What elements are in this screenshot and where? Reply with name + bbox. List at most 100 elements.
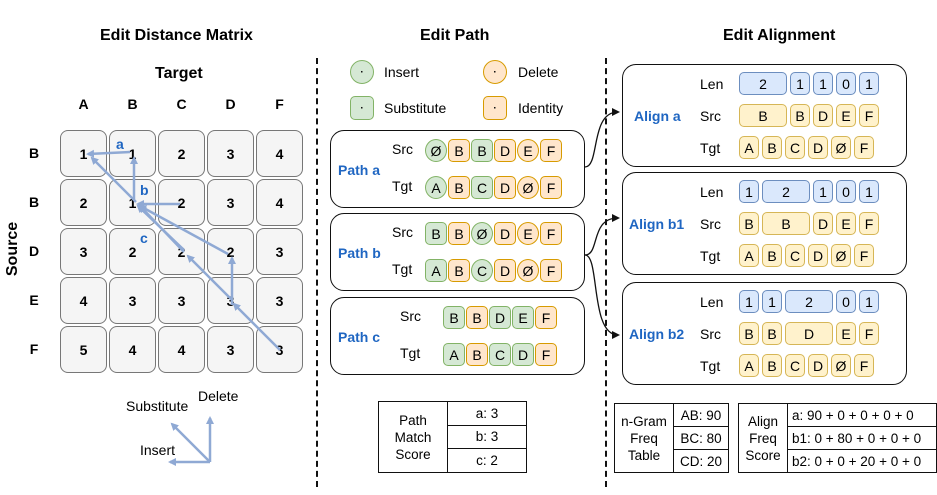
align-tgt-token: C — [785, 136, 805, 159]
path-a-tgt-label: Tgt — [392, 178, 413, 194]
align-len-token: 2 — [739, 72, 787, 95]
align-len-token: 1 — [762, 290, 782, 313]
align-tgt-token: B — [762, 244, 782, 267]
align-src-token: B — [762, 322, 782, 345]
align-score-header-line-2: Freq — [749, 430, 777, 446]
row-label-3: E — [29, 292, 39, 308]
path-score-header-line-2: Match — [394, 429, 432, 445]
legend-delete-icon: · — [483, 60, 507, 84]
path-src-token: D — [494, 222, 516, 245]
matrix-cell: 2 — [109, 228, 156, 275]
align-src-token: F — [859, 322, 879, 345]
align-src-label: Src — [700, 216, 721, 232]
align-tgt-token: B — [762, 354, 782, 377]
matrix-cell: 4 — [256, 130, 303, 177]
ngram-row-bc: BC: 80 — [673, 426, 729, 450]
align-len-token: 2 — [785, 290, 833, 313]
ngram-header-line-3: Table — [627, 447, 661, 463]
row-label-2: D — [28, 243, 40, 259]
align-tgt-token: Ø — [831, 244, 851, 267]
matrix-cell: 4 — [60, 277, 107, 324]
column-label-4: F — [275, 96, 284, 112]
path-a-src-label: Src — [392, 141, 413, 157]
align-src-label: Src — [700, 108, 721, 124]
path-src-token: B — [448, 222, 470, 245]
path-b-src-label: Src — [392, 224, 413, 240]
align-src-token: F — [859, 104, 879, 127]
legend-substitute-label: Substitute — [384, 100, 447, 116]
ngram-freq-table: n-Gram Freq Table AB: 90 BC: 80 CD: 20 — [614, 403, 729, 473]
path-score-header-line-3: Score — [395, 446, 431, 462]
align-score-header-line-1: Align — [747, 413, 779, 429]
connector-path-b1 — [584, 214, 620, 256]
path-src-token: E — [512, 306, 534, 329]
path-a-diag-4 — [90, 156, 137, 203]
path-tgt-token: B — [448, 259, 470, 282]
column-label-0: A — [78, 96, 89, 112]
matrix-cell: 1 — [109, 179, 156, 226]
align-tgt-token: A — [739, 354, 759, 377]
align-src-token: D — [813, 212, 833, 235]
matrix-cell: 2 — [158, 130, 205, 177]
target-label: Target — [155, 65, 203, 82]
path-tgt-token: F — [540, 176, 562, 199]
row-label-4: F — [29, 341, 39, 357]
path-c-name: Path c — [338, 329, 381, 345]
path-score-header-line-1: Path — [399, 412, 427, 428]
align-tgt-token: C — [785, 244, 805, 267]
legend-identity-icon: · — [483, 96, 507, 120]
align-len-token: 1 — [790, 72, 810, 95]
align-src-token: D — [785, 322, 833, 345]
align-len-token: 2 — [762, 180, 810, 203]
align-tgt-label: Tgt — [700, 140, 721, 156]
matrix-cell: 2 — [207, 228, 254, 275]
legend-insert-icon: · — [350, 60, 374, 84]
matrix-cell: 5 — [60, 326, 107, 373]
align-tgt-token: D — [808, 136, 828, 159]
path-score-c: c: 2 — [447, 448, 527, 473]
matrix-cell: 3 — [60, 228, 107, 275]
path-b-diag — [86, 149, 131, 158]
align-len-token: 1 — [813, 180, 833, 203]
ngram-header: n-Gram Freq Table — [614, 403, 674, 473]
path-score-b: b: 3 — [447, 424, 527, 450]
align-src-token: E — [836, 322, 856, 345]
align-len-token: 1 — [859, 72, 879, 95]
align-src-token: B — [739, 212, 759, 235]
align-score-b1: b1: 0 + 80 + 0 + 0 + 0 — [787, 426, 937, 450]
ngram-header-line-1: n-Gram — [621, 413, 667, 429]
column-label-1: B — [127, 96, 138, 112]
align-src-label: Src — [700, 326, 721, 342]
ngram-header-line-2: Freq — [630, 430, 658, 446]
align-a-name: Align a — [634, 108, 681, 124]
path-tgt-token: C — [471, 259, 493, 282]
align-src-token: B — [739, 104, 787, 127]
path-tgt-token: A — [443, 343, 465, 366]
op-insert-label: Insert — [140, 442, 176, 458]
legend-substitute-icon: · — [350, 96, 374, 120]
align-src-token: B — [739, 322, 759, 345]
path-match-score-table: Path Match Score a: 3 b: 3 c: 2 — [378, 401, 527, 473]
align-len-token: 1 — [739, 180, 759, 203]
matrix-cell: 4 — [109, 326, 156, 373]
align-len-token: 1 — [859, 180, 879, 203]
align-score-b2: b2: 0 + 0 + 20 + 0 + 0 — [787, 449, 937, 473]
align-len-token: 0 — [836, 72, 856, 95]
matrix-cell: 3 — [109, 277, 156, 324]
matrix-cell: 2 — [158, 179, 205, 226]
align-src-token: B — [790, 104, 810, 127]
path-score-header: Path Match Score — [378, 401, 448, 473]
path-c-diag-1 — [136, 204, 185, 251]
path-label-c: c — [140, 230, 148, 246]
align-len-label: Len — [700, 294, 724, 310]
path-a-name: Path a — [338, 162, 381, 178]
op-delete-label: Delete — [198, 388, 239, 404]
legend-delete-label: Delete — [518, 64, 559, 80]
matrix-cell: 3 — [256, 277, 303, 324]
align-len-token: 0 — [836, 180, 856, 203]
path-tgt-token: B — [466, 343, 488, 366]
alignment-title: Edit Alignment — [723, 27, 836, 44]
matrix-cell: 3 — [207, 130, 254, 177]
matrix-cell: 3 — [207, 326, 254, 373]
path-tgt-token: D — [512, 343, 534, 366]
